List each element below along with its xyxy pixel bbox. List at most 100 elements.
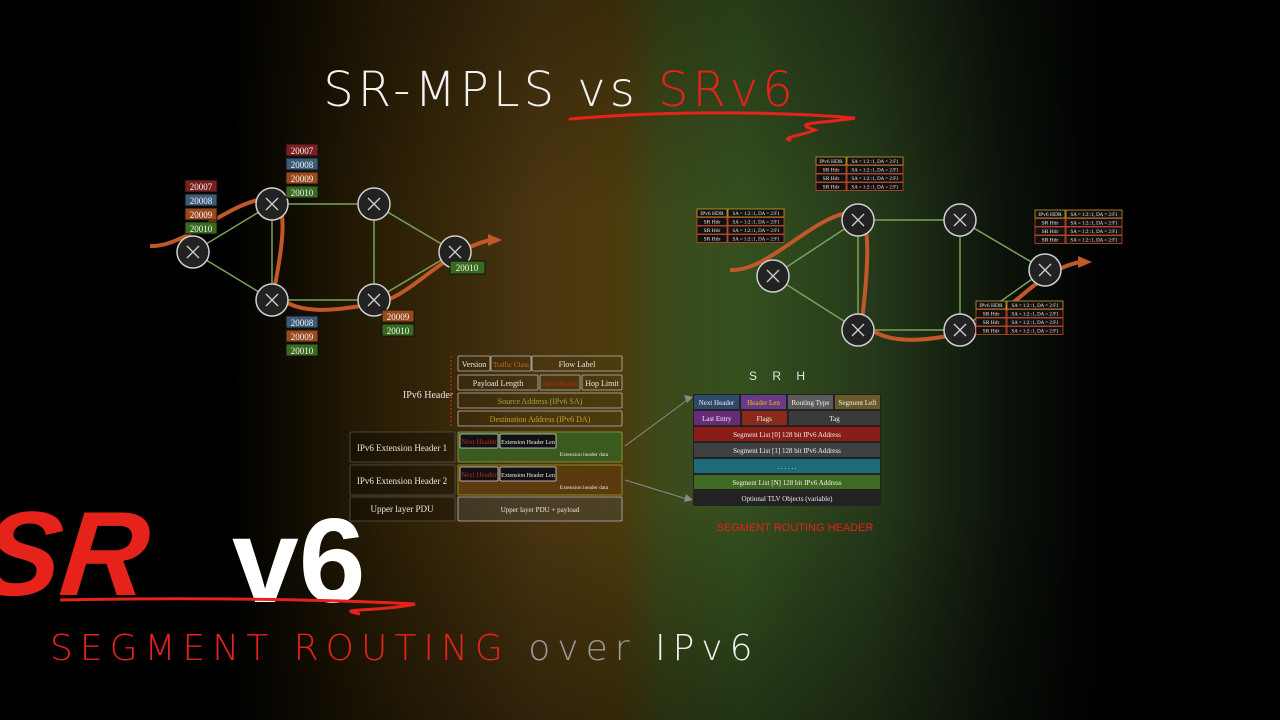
ipv6-field <box>581 374 623 391</box>
srv6-hdr-cell <box>696 225 728 235</box>
ipv6-field-label: Upper layer PDU + payload <box>501 506 580 514</box>
srv6-hdr-cell <box>846 156 904 166</box>
ipv6-field-label: Extension header data <box>560 485 609 491</box>
label-text: 20009 <box>387 312 410 322</box>
label-text: 20007 <box>190 182 213 192</box>
ipv6-field-label: Destination Address (IPv6 DA) <box>490 415 591 424</box>
srv6-hdr-label: SR Hdr <box>823 176 840 182</box>
srv6-hdr-addr: SA = 1:2::1, DA = 2:F1 <box>1070 222 1118 227</box>
srv6-hdr-label: SR Hdr <box>983 312 1000 318</box>
ipv6-next-header <box>459 433 499 449</box>
srv6-hdr-addr: SA = 1:2::1, DA = 2:F1 <box>1011 313 1059 318</box>
label-tag <box>285 143 319 157</box>
srv6-hdr-cell <box>846 173 904 183</box>
srh-row: Last Entry Flags Tag <box>693 410 881 426</box>
ipv6-field <box>457 392 623 409</box>
ipv6-ext-label-cell <box>349 464 456 496</box>
srv6-hdr-cell <box>696 234 728 243</box>
ipv6-field-label: Hop Limit <box>585 379 619 388</box>
srv6-hdr-addr: SA = 1:2::1, DA = 2:F1 <box>1011 304 1059 309</box>
srv6-hdr-cell <box>815 182 847 191</box>
srv6-hdr-label: IPv6 HDR <box>819 159 843 165</box>
label-tag <box>285 157 319 171</box>
label-text: 20010 <box>291 188 314 198</box>
srh-row: Next Header Header Len Routing Type Segm… <box>693 394 881 410</box>
label-text: 20009 <box>190 210 213 220</box>
srh-cell: Flags <box>740 410 788 426</box>
ipv6-field-label: Flow Label <box>559 360 596 369</box>
label-text: 20008 <box>291 160 314 170</box>
srv6-hdr-cell <box>815 156 847 166</box>
srh-cell: Segment Left <box>834 394 881 410</box>
logo-sub-1: SEGMENT ROUTING <box>50 628 510 669</box>
logo-v6: v6 <box>232 494 365 628</box>
ipv6-field-label: Upper layer PDU <box>371 504 434 514</box>
label-text: 20010 <box>456 263 479 273</box>
ipv6-ext-len <box>499 433 557 449</box>
srv6-hdr-addr: SA = 1:2::1, DA = 2:F1 <box>851 160 899 165</box>
label-text: 20010 <box>190 224 213 234</box>
ipv6-field-label: Next Header <box>461 471 497 479</box>
ipv6-field-label: Next Header <box>542 380 578 388</box>
label-tag <box>184 221 218 235</box>
srv6-hdr-label: SR Hdr <box>1042 238 1059 244</box>
srh-cell: Segment List [N] 128 bit IPv6 Address <box>693 474 881 490</box>
srv6-hdr-label: SR Hdr <box>983 320 1000 326</box>
srv6-hdr-addr: SA = 1:2::1, DA = 2:F1 <box>732 221 780 226</box>
ipv6-field <box>457 410 623 427</box>
srv6-hdr-label: SR Hdr <box>823 185 840 191</box>
srv6-hdr-addr: SA = 1:2::1, DA = 2:F1 <box>851 186 899 191</box>
srv6-hdr-cell <box>1034 226 1066 236</box>
srv6-hdr-label: SR Hdr <box>983 329 1000 335</box>
label-tag <box>449 260 486 275</box>
ipv6-field <box>531 355 623 372</box>
label-tag <box>285 185 319 199</box>
ipv6-field-label: IPv6 Extension Header 1 <box>357 443 447 453</box>
label-tag <box>184 207 218 221</box>
srv6-hdr-label: SR Hdr <box>704 228 721 234</box>
srv6-hdr-cell <box>1006 317 1064 327</box>
ipv6-field <box>490 355 532 372</box>
srh-row: Segment List [1] 128 bit IPv6 Address <box>693 442 881 458</box>
srh-cell: Optional TLV Objects (variable) <box>693 490 881 506</box>
srv6-hdr-cell <box>846 182 904 191</box>
srh-cell: . . . . . . <box>693 458 881 474</box>
label-text: 20009 <box>291 174 314 184</box>
label-text: 20008 <box>291 318 314 328</box>
srh-cell: Segment List [0] 128 bit IPv6 Address <box>693 426 881 442</box>
srv6-hdr-cell <box>1034 218 1066 227</box>
right-arrowhead <box>1078 256 1092 268</box>
srh-table: Next Header Header Len Routing Type Segm… <box>693 394 881 506</box>
ipv6-field-label: IPv6 Header <box>403 390 454 401</box>
srv6-hdr-label: SR Hdr <box>1042 229 1059 235</box>
srv6-hdr-cell <box>696 208 728 218</box>
label-text: 20009 <box>291 332 314 342</box>
srv6-hdr-cell <box>727 234 785 243</box>
label-text: 20008 <box>190 196 213 206</box>
label-tag <box>184 179 218 193</box>
srv6-hdr-addr: SA = 1:2::1, DA = 2:F1 <box>732 212 780 217</box>
title-part-2: SRv6 <box>657 62 797 118</box>
srh-row: Segment List [0] 128 bit IPv6 Address <box>693 426 881 442</box>
page-title: SR-MPLS vs SRv6 <box>0 62 1120 118</box>
ipv6-field-label: Payload Length <box>473 379 523 388</box>
srh-row: Segment List [N] 128 bit IPv6 Address <box>693 474 881 490</box>
label-text: 20007 <box>291 146 314 156</box>
label-text: 20010 <box>291 346 314 356</box>
srv6-hdr-cell <box>696 217 728 226</box>
srv6-hdr-addr: SA = 1:2::1, DA = 2:F1 <box>1011 330 1059 335</box>
srh-cell: Segment List [1] 128 bit IPv6 Address <box>693 442 881 458</box>
srh-cell: Next Header <box>693 394 740 410</box>
srv6-hdr-addr: SA = 1:2::1, DA = 2:F1 <box>851 169 899 174</box>
logo-subtitle: SEGMENT ROUTING over IPv6 <box>50 628 760 669</box>
ipv6-ext-label-cell <box>349 431 456 463</box>
srv6-hdr-cell <box>1034 209 1066 219</box>
srv6-hdr-label: IPv6 HDR <box>979 303 1003 309</box>
ipv6-field <box>539 374 581 391</box>
srv6-hdr-addr: SA = 1:2::1, DA = 2:F1 <box>732 229 780 234</box>
label-tag <box>285 171 319 185</box>
label-tag <box>285 343 319 357</box>
